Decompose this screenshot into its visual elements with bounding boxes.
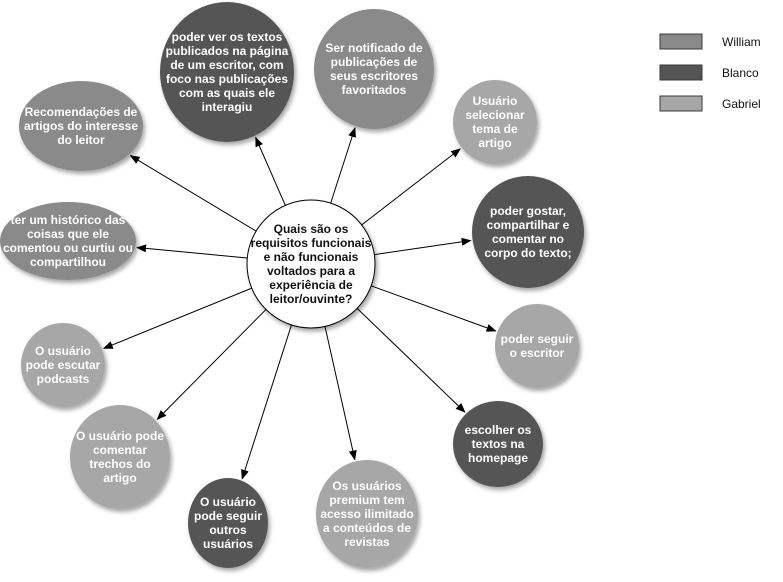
node-text-line: seus escritores (330, 69, 418, 83)
node-text-line: O usuário (200, 495, 256, 509)
node-text-line: O usuário pode (76, 429, 164, 443)
legend-swatch-gabriel (659, 95, 703, 112)
legend-swatch-william (659, 33, 703, 50)
arrow-to-premium (319, 302, 357, 461)
node-text-line: Recomendações de (25, 105, 138, 119)
arrow-to-recomendacoes (129, 155, 278, 245)
node-text-line: comentar (93, 443, 147, 457)
node-text-line: favoritados (342, 83, 407, 97)
node-text-line: compartilhar e (487, 218, 570, 232)
idea-node-circle (19, 81, 143, 171)
legend-label-william: William (722, 35, 761, 49)
node-text-line: premium tem (329, 493, 404, 507)
node-text-line: e não funcionais (264, 250, 359, 264)
node-text-line: poder ver os textos (172, 30, 283, 44)
idea-node-circle (472, 176, 584, 288)
node-text-line: artigos do interesse (24, 119, 138, 133)
idea-node-circle (314, 9, 434, 129)
node-text-line: revistas (344, 535, 390, 549)
legend-label-gabriel: Gabriel (722, 97, 761, 111)
node-text-line: homepage (468, 451, 528, 465)
arrow-to-podcasts (102, 278, 275, 349)
node-text-line: acesso ilimitado (320, 507, 413, 521)
legend-label-blanco: Blanco (722, 66, 759, 80)
idea-node-circle (453, 80, 537, 164)
node-text-line: pode seguir (194, 509, 262, 523)
idea-node-circle (495, 304, 579, 388)
node-text-line: artigo (103, 471, 136, 485)
legend-swatch-blanco (659, 64, 703, 81)
node-text-line: coisas que ele (27, 227, 109, 241)
idea-node-circle (316, 460, 418, 568)
node-text-line: Quais são os (274, 222, 349, 236)
node-text-line: foco nas publicações (166, 72, 288, 86)
arrow-to-seguir-usuarios (241, 301, 300, 480)
arrow-to-seguir-escritor (348, 277, 497, 332)
node-text-line: publicações de (331, 55, 418, 69)
node-text-line: selecionar (465, 108, 525, 122)
node-text-line: comentou ou curtiu ou (3, 241, 133, 255)
node-text-line: escolher os (465, 423, 532, 437)
node-text-line: Usuário (473, 94, 518, 108)
node-text-line: do leitor (57, 133, 105, 147)
node-text-line: experiência de (269, 278, 353, 292)
idea-node-circle (21, 323, 105, 407)
node-text-line: textos na (472, 437, 525, 451)
idea-node-circle (0, 202, 136, 280)
node-text-line: de um escritor, com (170, 58, 283, 72)
central-question-circle (246, 199, 376, 329)
node-text-line: interagiu (202, 100, 253, 114)
node-text-line: Ser notificado de (325, 41, 423, 55)
node-text-line: podcasts (37, 372, 90, 386)
idea-node-circle (160, 2, 294, 142)
node-text-line: leitor/ouvinte? (270, 292, 353, 306)
arrow-to-escolher-textos (339, 291, 466, 413)
node-text-line: comentar no (492, 232, 564, 246)
node-text-line: voltados para a (267, 264, 355, 278)
node-text-line: o escritor (510, 346, 565, 360)
node-text-line: trechos do (89, 457, 150, 471)
node-text-line: ter um histórico das (11, 213, 126, 227)
arrow-to-comentar-trechos (156, 291, 284, 421)
node-text-line: Os usuários (332, 479, 402, 493)
node-text-line: corpo do texto; (484, 246, 571, 260)
node-text-line: usuários (203, 537, 253, 551)
node-text-line: artigo (478, 136, 511, 150)
node-text-line: poder seguir (501, 332, 574, 346)
node-text-line: O usuário (35, 344, 91, 358)
node-text-line: requisitos funcionais (251, 236, 372, 250)
node-text-line: poder gostar, (490, 204, 566, 218)
node-text-line: compartilhou (30, 255, 106, 269)
node-text-line: a conteúdos de (323, 521, 411, 535)
idea-node-circle (70, 405, 170, 509)
idea-node-circle (453, 401, 543, 487)
node-text-line: pode escutar (26, 358, 101, 372)
idea-node-circle (188, 478, 268, 568)
node-text-line: tema de (472, 122, 518, 136)
node-text-line: publicados na página (166, 44, 289, 58)
node-text-line: com as quais ele (179, 86, 275, 100)
node-text-line: outros (209, 523, 247, 537)
